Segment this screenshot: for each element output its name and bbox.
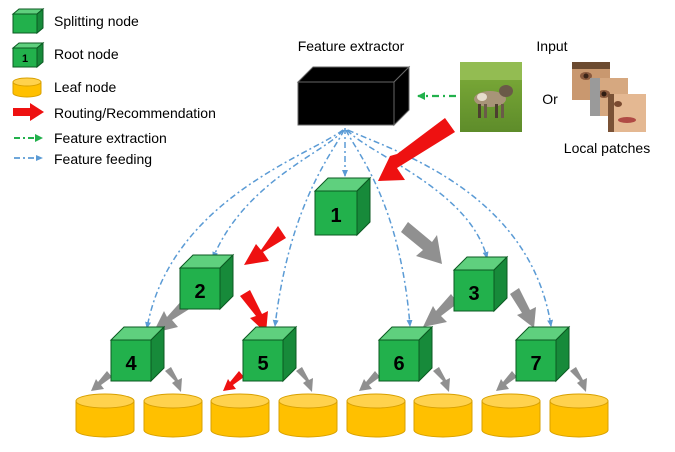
leaf-arrows xyxy=(91,367,587,392)
node-1: 1 xyxy=(313,176,372,237)
legend-leaf-label: Leaf node xyxy=(54,79,116,95)
node-5-label: 5 xyxy=(257,353,268,375)
routing-arrow-input-to-root xyxy=(378,118,455,181)
leaf-arrow-5-left xyxy=(223,371,244,391)
legend-root-node: 1 Root node xyxy=(11,41,119,69)
node-3-label: 3 xyxy=(468,283,479,305)
legend-splitting-label: Splitting node xyxy=(54,13,139,29)
local-patches-image xyxy=(572,62,646,132)
legend-feeding-label: Feature feeding xyxy=(54,151,152,167)
input-dog-image xyxy=(460,62,522,132)
local-patches-label: Local patches xyxy=(564,140,650,156)
node-2-label: 2 xyxy=(194,281,205,303)
red-arrow-icon xyxy=(13,103,44,121)
node-7: 7 xyxy=(514,325,571,383)
splitting-node-icon xyxy=(11,7,45,35)
routing-arrows xyxy=(153,118,536,333)
legend-routing: Routing/Recommendation xyxy=(13,103,216,121)
root-icon-number: 1 xyxy=(22,53,28,65)
node-1-label: 1 xyxy=(330,205,341,227)
leaf-node xyxy=(346,393,406,438)
feature-extractor-box xyxy=(296,65,411,127)
routing-arrow-3-to-6 xyxy=(423,294,458,327)
leaf-arrow-5-right xyxy=(296,367,313,392)
routing-arrow-1-to-3 xyxy=(401,222,442,264)
legend-leaf-node: Leaf node xyxy=(12,77,116,98)
leaf-nodes xyxy=(75,393,609,438)
leaf-node xyxy=(481,393,541,438)
node-4: 4 xyxy=(109,325,166,383)
node-6-label: 6 xyxy=(393,353,404,375)
feature-feeding-lines xyxy=(145,128,554,329)
routing-arrow-1-to-2 xyxy=(244,226,286,265)
leaf-node-icon xyxy=(12,77,42,98)
leaf-arrow-7-right xyxy=(570,367,587,392)
input-label: Input xyxy=(536,38,567,54)
node-4-label: 4 xyxy=(125,353,137,375)
root-node-icon: 1 xyxy=(11,41,45,69)
leaf-node xyxy=(210,393,270,438)
legend-feature-extraction: Feature extraction xyxy=(14,130,167,146)
leaf-node xyxy=(278,393,338,438)
leaf-arrow-6-right xyxy=(433,367,450,392)
node-7-label: 7 xyxy=(530,353,541,375)
legend: Splitting node 1 Root node Leaf node Rou… xyxy=(11,7,216,167)
legend-extraction-label: Feature extraction xyxy=(54,130,167,146)
node-5: 5 xyxy=(241,325,298,383)
leaf-node xyxy=(413,393,473,438)
legend-splitting-node: Splitting node xyxy=(11,7,139,35)
node-6: 6 xyxy=(377,325,434,383)
routing-arrow-3-to-7 xyxy=(510,288,536,328)
leaf-arrow-4-right xyxy=(165,367,182,392)
legend-routing-label: Routing/Recommendation xyxy=(54,105,216,121)
leaf-node xyxy=(549,393,609,438)
or-label: Or xyxy=(542,91,558,107)
node-2: 2 xyxy=(178,253,235,311)
feature-extractor-label: Feature extractor xyxy=(298,38,405,54)
legend-feature-feeding: Feature feeding xyxy=(14,151,152,167)
routing-arrow-2-to-5 xyxy=(240,290,268,333)
node-3: 3 xyxy=(452,255,509,313)
leaf-arrow-7-left xyxy=(496,371,517,391)
tree-nodes: 1 2 3 4 5 6 xyxy=(109,176,571,383)
leaf-arrow-6-left xyxy=(359,371,380,391)
leaf-node xyxy=(75,393,135,438)
legend-root-label: Root node xyxy=(54,46,119,62)
leaf-node xyxy=(143,393,203,438)
leaf-arrow-4-left xyxy=(91,371,112,391)
